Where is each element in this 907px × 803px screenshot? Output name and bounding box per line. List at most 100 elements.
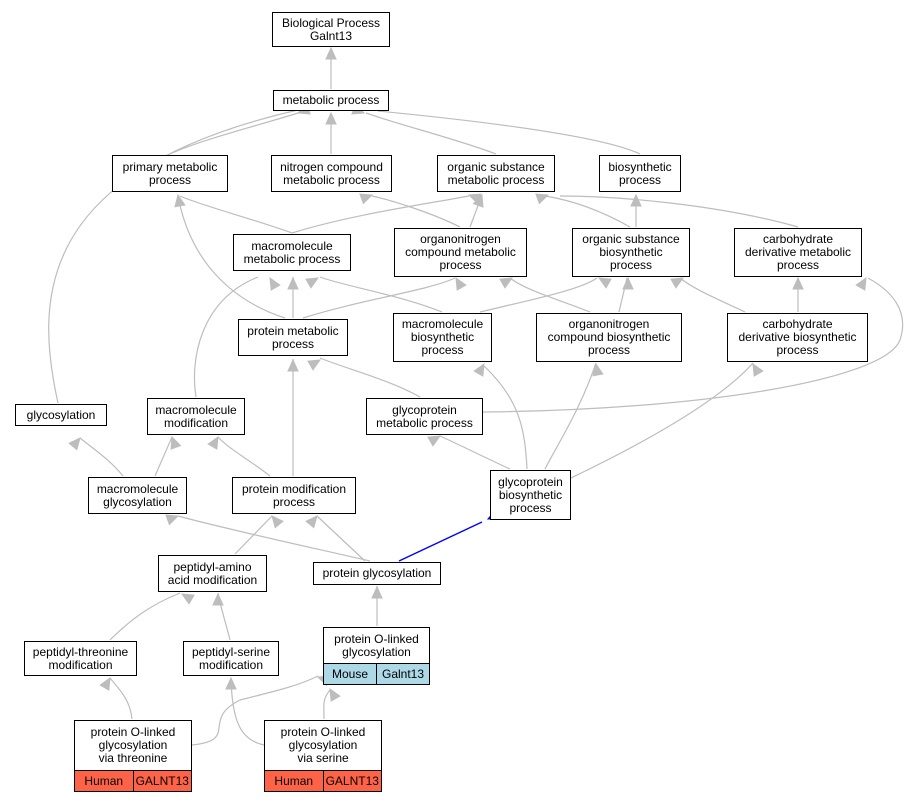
arrow-olinked-center [329,687,341,702]
arrow-macrobio [473,362,485,377]
e-glycobio-macrobio [483,365,528,470]
node-biological-process-galnt13[interactable]: Biological Process Galnt13 [272,12,390,47]
node-primary-metabolic-process[interactable]: primary metabolic process [112,155,228,192]
node-protein-o-linked-glycosylation-via-serine[interactable]: protein O-linked glycosylation via serin… [264,720,382,792]
annotation-tags: Human GALNT13 [265,770,381,791]
node-organonitrogen-compound-metabolic-process[interactable]: organonitrogen compound metabolic proces… [394,228,527,277]
node-label: protein O-linked glycosylation via threo… [90,725,176,765]
node-protein-o-linked-glycosylation[interactable]: protein O-linked glycosylation Mouse Gal… [323,627,430,685]
node-label: peptidyl-amino acid modification [167,559,258,587]
node-label: peptidyl-serine modification [191,644,271,672]
arrow-orgsbio-left [597,277,612,289]
node-label: glycoprotein metabolic process [376,402,473,430]
node-protein-o-linked-glycosylation-via-threonine[interactable]: protein O-linked glycosylation via threo… [74,720,192,792]
node-label: macromolecule modification [155,402,237,430]
arrow-primary-metabolic [174,193,186,208]
arrow-protglyc [371,585,383,599]
e-macroglyc-macromod [154,436,173,477]
node-glycosylation[interactable]: glycosylation [15,404,107,426]
e-carbmet-organic [559,195,799,228]
arrow-glycomet [427,435,442,447]
arrow-macromet-right [305,277,320,289]
node-peptidyl-threonine-modification[interactable]: peptidyl-threonine modification [24,641,137,676]
e-macrobio-orgsbio [479,277,598,313]
arrow-peptidyl-amino-left [180,593,195,605]
e-biosynthetic-metabolic [377,110,641,155]
node-protein-glycosylation[interactable]: protein glycosylation [313,562,441,585]
arrow-orgnbio [592,362,604,377]
e-pthr-amino [109,592,181,641]
node-label: protein glycosylation [322,566,432,580]
e-protglyc-protmod [316,515,366,562]
node-label: protein modification process [241,481,347,509]
node-label: primary metabolic process [122,159,218,187]
e-glycobio-glycomet [439,435,511,470]
e-macromet-primary [179,195,293,234]
e-othr-olinked [191,675,319,746]
arrow-carbbio [752,362,764,377]
node-label: macromolecule metabolic process [243,238,341,266]
species-tag-human: Human [75,771,133,791]
arrow-bp-root [325,46,337,60]
arrow-orgsbio-right [670,277,685,289]
node-carbohydrate-derivative-biosynthetic-process[interactable]: carbohydrate derivative biosynthetic pro… [727,313,868,362]
node-glycoprotein-biosynthetic-process[interactable]: glycoprotein biosynthetic process [490,470,571,520]
species-tag-human: Human [265,771,323,791]
e-orgnmet-nitrogen [371,195,461,228]
arrow-organic-metabolic-center [472,193,484,208]
arrow-glycosylation [68,437,81,451]
e-glycobio-carbbio [570,362,754,479]
arrow-pthr [99,676,111,691]
arrow-protmet-right [307,359,322,371]
species-tag-mouse: Mouse [324,664,376,684]
node-label: glycosylation [26,407,96,422]
node-metabolic-process[interactable]: metabolic process [273,90,389,111]
arrow-protmet-center [287,358,299,372]
node-carbohydrate-derivative-metabolic-process[interactable]: carbohydrate derivative metabolic proces… [734,228,862,277]
e-macrobio-macromet [319,276,443,313]
node-label: biosynthetic process [608,159,672,187]
node-peptidyl-amino-acid-modification[interactable]: peptidyl-amino acid modification [158,555,267,592]
arrow-organic-metabolic-right [535,193,550,205]
arrow-macromod-left [170,435,182,450]
e-glycosylation-metabolic [48,109,299,404]
node-nitrogen-compound-metabolic-process[interactable]: nitrogen compound metabolic process [271,155,392,192]
arrow-metabolic-center [325,111,337,125]
node-protein-modification-process[interactable]: protein modification process [232,477,356,514]
node-label: macromolecule biosynthetic process [401,317,484,357]
node-organic-substance-biosynthetic-process[interactable]: organic substance biosynthetic process [572,228,690,277]
node-label: glycoprotein biosynthetic process [498,474,563,515]
arrow-protmod-right [305,515,318,529]
node-label: organic substance metabolic process [447,159,545,187]
node-macromolecule-glycosylation[interactable]: macromolecule glycosylation [88,477,187,514]
node-organic-substance-metabolic-process[interactable]: organic substance metabolic process [437,155,555,192]
arrow-carbmet-right [855,276,867,291]
node-peptidyl-serine-modification[interactable]: peptidyl-serine modification [183,641,279,676]
node-macromolecule-modification[interactable]: macromolecule modification [147,398,245,435]
node-label: protein metabolic process [247,323,339,351]
node-macromolecule-metabolic-process[interactable]: macromolecule metabolic process [233,234,351,271]
e-glycomet-carbmet [482,277,904,413]
arrow-macroglyc [165,514,180,526]
arrow-orgnmet-right [499,277,514,289]
node-protein-metabolic-process[interactable]: protein metabolic process [238,319,348,356]
e-oser-olinked [323,689,331,720]
node-organonitrogen-compound-biosynthetic-process[interactable]: organonitrogen compound biosynthetic pro… [536,313,682,362]
arrow-pser [225,676,237,690]
e-othr-pthr [109,677,133,720]
e-protglyc-glycobio-highlight [398,521,483,562]
e-protglyc-macroglyc [177,515,371,562]
node-glycoprotein-metabolic-process[interactable]: glycoprotein metabolic process [366,398,483,435]
e-carbbio-orgsbio [679,277,746,313]
e-macromod-macromet [193,276,259,398]
node-macromolecule-biosynthetic-process[interactable]: macromolecule biosynthetic process [393,313,492,362]
arrow-macromod-right [207,435,219,450]
arrow-biosynthetic [630,193,642,207]
node-label: peptidyl-threonine modification [32,644,129,672]
arrow-macromet-left [269,276,281,291]
e-glycomet-protmet [319,357,421,398]
e-glycobio-orgnbio [544,362,597,470]
gene-tag-galnt13: GALNT13 [132,771,191,791]
node-biosynthetic-process[interactable]: biosynthetic process [599,155,681,192]
